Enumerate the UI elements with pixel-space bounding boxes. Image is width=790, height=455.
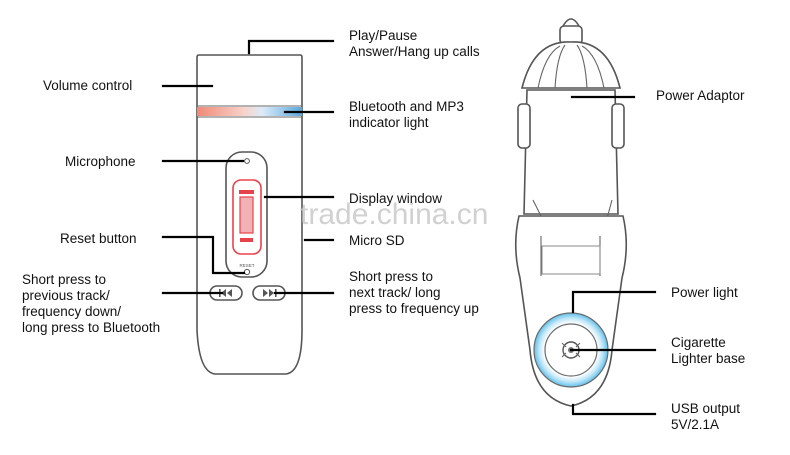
watermark: trade.china.cn bbox=[300, 198, 488, 231]
indicator-light-strip bbox=[197, 107, 302, 116]
display-window-label: Display window bbox=[349, 191, 442, 206]
power-light-label: Power light bbox=[671, 285, 738, 300]
next-track-button[interactable] bbox=[252, 285, 286, 301]
play-pause-label: Play/Pause Answer/Hang up calls bbox=[349, 28, 480, 59]
leader-lines bbox=[161, 39, 657, 416]
power-adaptor-body bbox=[514, 18, 628, 407]
microphone-label: Microphone bbox=[65, 154, 136, 169]
reset-tag: RESET bbox=[239, 263, 254, 268]
next-track-label: Short press to next track/ long press to… bbox=[349, 269, 479, 316]
indicator-light-label: Bluetooth and MP3 indicator light bbox=[349, 99, 468, 130]
reset-button[interactable] bbox=[243, 268, 251, 276]
micro-sd-label: Micro SD bbox=[349, 233, 405, 248]
previous-track-label: Short press to previous track/ frequency… bbox=[22, 272, 160, 335]
microphone-hole bbox=[244, 158, 250, 164]
volume-control-label: Volume control bbox=[43, 78, 132, 93]
reset-button-label: Reset button bbox=[60, 231, 137, 246]
cigarette-lighter-label: Cigarette Lighter base bbox=[671, 335, 745, 366]
usb-output-label: USB output 5V/2.1A bbox=[671, 401, 744, 432]
transmitter-body: RESET bbox=[196, 54, 303, 375]
power-adaptor-label: Power Adaptor bbox=[656, 88, 745, 103]
labels: Play/Pause Answer/Hang up calls Volume c… bbox=[22, 28, 745, 432]
